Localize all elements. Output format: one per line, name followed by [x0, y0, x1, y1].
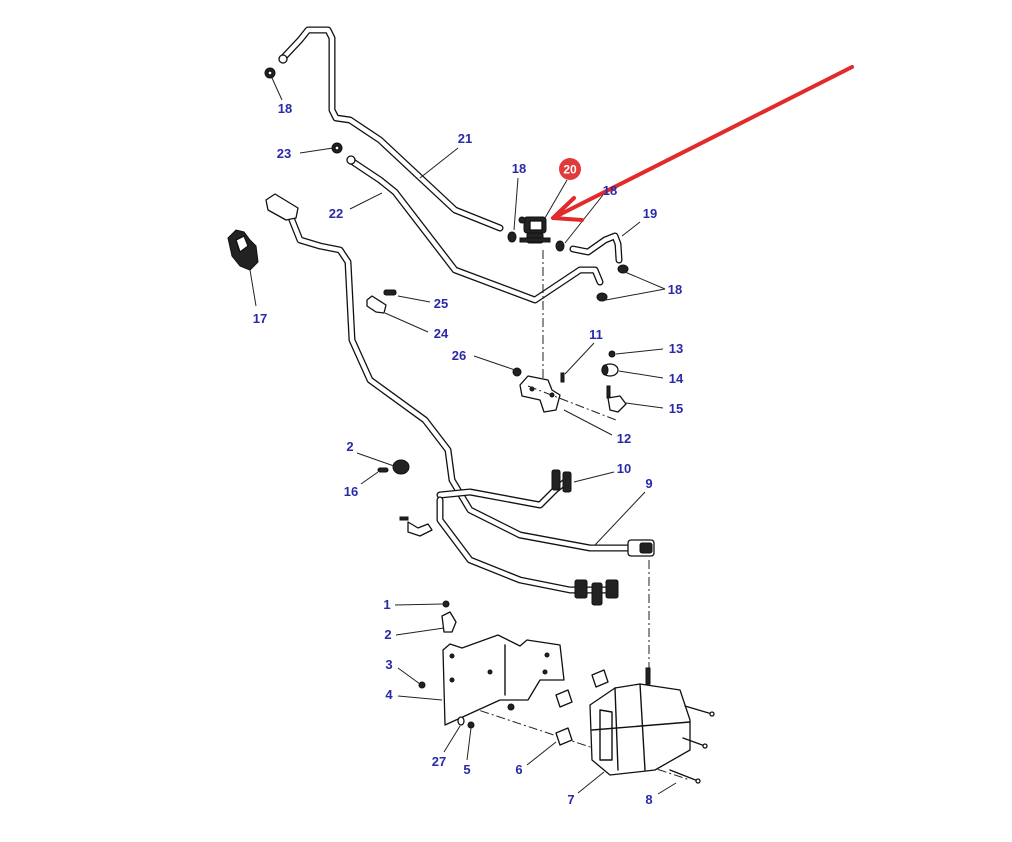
callout-15[interactable]: 15	[669, 401, 683, 416]
bolt-8[interactable]	[669, 705, 715, 784]
callout-25[interactable]: 25	[434, 296, 448, 311]
mounting-plate-4[interactable]	[442, 634, 565, 726]
pipe-21[interactable]	[278, 26, 504, 232]
callout-18[interactable]: 18	[278, 101, 292, 116]
callout-19[interactable]: 19	[643, 206, 657, 221]
harness-branch-lower[interactable]	[436, 496, 619, 606]
callout-14[interactable]: 14	[669, 371, 684, 386]
callout-18[interactable]: 18	[668, 282, 682, 297]
callout-16[interactable]: 16	[344, 484, 358, 499]
harness-branch-10[interactable]	[436, 469, 572, 509]
hose-clamp-18[interactable]	[264, 67, 629, 302]
actuator-7[interactable]	[589, 667, 691, 776]
hose-clamp-23[interactable]	[331, 142, 343, 154]
callout-10[interactable]: 10	[617, 461, 631, 476]
callout-22[interactable]: 22	[329, 206, 343, 221]
clip-2[interactable]	[441, 611, 457, 633]
callout-24[interactable]: 24	[434, 326, 449, 341]
callout-11[interactable]: 11	[589, 327, 603, 342]
leader-lines	[249, 77, 677, 795]
bolt-1[interactable]	[442, 600, 450, 608]
rubber-mount-6[interactable]	[555, 669, 609, 746]
callout-4[interactable]: 4	[385, 687, 393, 702]
bolt-16[interactable]	[377, 467, 389, 473]
highlight-badge-20[interactable]: 20	[559, 158, 581, 180]
callout-2[interactable]: 2	[346, 439, 353, 454]
callout-3[interactable]: 3	[385, 657, 392, 672]
callout-12[interactable]: 12	[617, 431, 631, 446]
callout-18[interactable]: 18	[603, 183, 617, 198]
screw-11[interactable]	[560, 372, 565, 383]
highlight-arrow	[551, 65, 854, 222]
pipe-22[interactable]	[346, 155, 604, 304]
screw-5[interactable]	[467, 721, 475, 729]
nut-13[interactable]	[608, 350, 616, 358]
callout-23[interactable]: 23	[277, 146, 291, 161]
bracket-12[interactable]	[519, 375, 561, 413]
washer-27[interactable]	[457, 716, 465, 726]
callout-26[interactable]: 26	[452, 348, 466, 363]
clip-24[interactable]	[366, 295, 387, 314]
bracket-15[interactable]	[606, 385, 627, 413]
callout-8[interactable]: 8	[645, 792, 652, 807]
callout-7[interactable]: 7	[567, 792, 574, 807]
bushing-14[interactable]	[601, 363, 619, 377]
callouts: 18 23 21 22 18 20 18 19 18 17 25 24 26 1…	[253, 101, 684, 807]
harness-main[interactable]	[265, 193, 655, 557]
bolt-25[interactable]	[383, 289, 397, 296]
callout-1[interactable]: 1	[383, 597, 390, 612]
callout-17[interactable]: 17	[253, 311, 267, 326]
cap-2[interactable]	[392, 459, 410, 475]
part-17-sensor[interactable]	[227, 229, 259, 271]
callout-2[interactable]: 2	[384, 627, 391, 642]
callout-27[interactable]: 27	[432, 754, 446, 769]
nut-3[interactable]	[418, 681, 426, 689]
clamp-harness[interactable]	[399, 516, 433, 537]
callout-5[interactable]: 5	[463, 762, 470, 777]
pipe-19[interactable]	[569, 232, 623, 264]
callout-13[interactable]: 13	[669, 341, 683, 356]
badge-label: 20	[563, 163, 577, 177]
bolt-small[interactable]	[507, 703, 515, 711]
callout-18[interactable]: 18	[512, 161, 526, 176]
callout-21[interactable]: 21	[458, 131, 472, 146]
valve-20[interactable]	[518, 216, 551, 244]
callout-6[interactable]: 6	[515, 762, 522, 777]
callout-9[interactable]: 9	[645, 476, 652, 491]
